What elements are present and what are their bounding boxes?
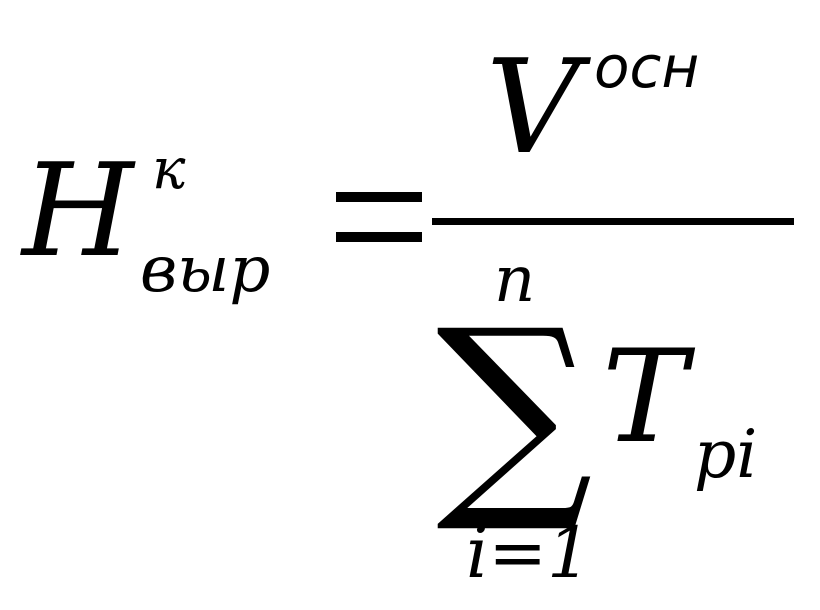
numerator-symbol: V — [486, 31, 580, 183]
equals-sign-bottom-bar — [336, 232, 422, 242]
lhs-superscript: к — [152, 137, 186, 202]
sum-upper-limit: n — [494, 243, 536, 317]
equals-sign-top-bar — [336, 192, 422, 202]
sum-lower-limit: i=1 — [466, 512, 592, 594]
summation-sign: ∑ — [436, 282, 594, 538]
denominator-term: T — [602, 323, 688, 472]
lhs-subscript: выр — [140, 233, 271, 307]
lhs-symbol: H — [22, 137, 134, 286]
fraction-bar — [432, 218, 794, 225]
denominator-term-subscript: pi — [694, 416, 758, 493]
numerator-superscript: осн — [594, 33, 700, 101]
